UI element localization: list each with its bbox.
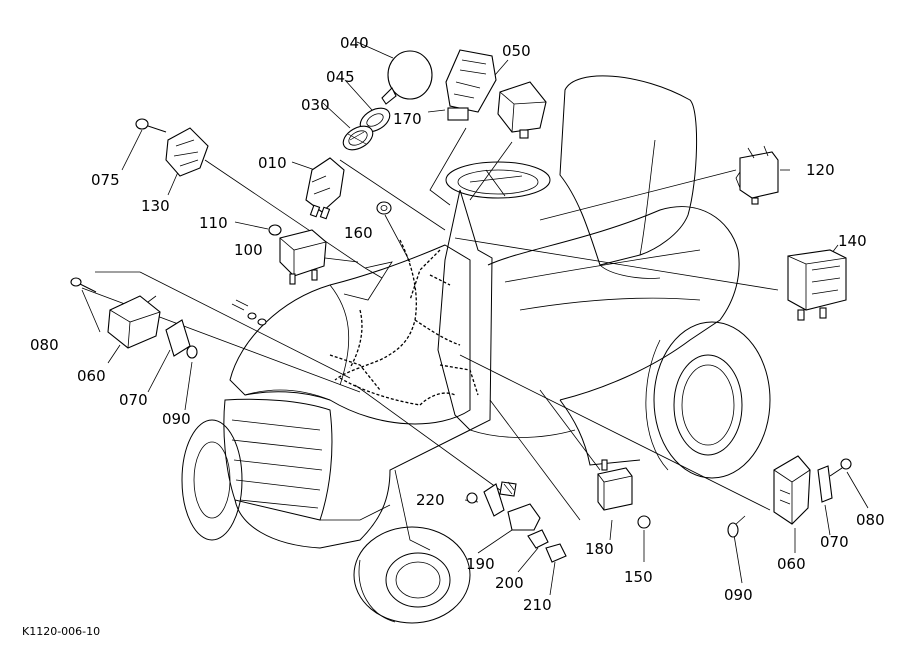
part-170-connector <box>445 49 497 121</box>
callout-110: 110 <box>199 214 228 232</box>
wiring-harness <box>329 239 479 406</box>
part-080-bolt-left <box>70 277 97 293</box>
callout-010: 010 <box>258 154 287 172</box>
callout-075: 075 <box>91 171 120 189</box>
hood <box>229 244 471 425</box>
callout-180: 180 <box>585 540 614 558</box>
part-050-switch <box>497 81 547 139</box>
part-200-connector <box>527 529 549 549</box>
callout-150: 150 <box>624 568 653 586</box>
callout-190: 190 <box>466 555 495 573</box>
callout-080-right: 080 <box>856 511 885 529</box>
rear-fender <box>487 206 740 401</box>
hardware-cluster <box>231 299 267 326</box>
steering-wheel <box>445 161 551 199</box>
leader-lines <box>81 41 869 596</box>
callout-060-right: 060 <box>777 555 806 573</box>
callout-100: 100 <box>234 241 263 259</box>
callout-120: 120 <box>806 161 835 179</box>
callout-070-right: 070 <box>820 533 849 551</box>
rear-wheel-right <box>645 321 771 479</box>
part-040-bulb <box>381 50 433 105</box>
callout-140: 140 <box>838 232 867 250</box>
callout-160: 160 <box>344 224 373 242</box>
part-120-relay <box>735 145 779 205</box>
figure-code: K1120-006-10 <box>22 625 100 638</box>
part-070-bracket-right <box>817 465 833 503</box>
callout-090-left: 090 <box>162 410 191 428</box>
part-110-screw <box>268 224 282 236</box>
callout-170: 170 <box>393 110 422 128</box>
callout-030: 030 <box>301 96 330 114</box>
part-160-nut <box>376 201 392 215</box>
callout-080-left: 080 <box>30 336 59 354</box>
callout-050: 050 <box>502 42 531 60</box>
part-075-screw <box>135 118 167 133</box>
part-090-nut-right <box>727 522 739 538</box>
part-045-ring <box>359 107 391 133</box>
callout-045: 045 <box>326 68 355 86</box>
steering-column <box>437 189 493 431</box>
seat <box>559 75 698 266</box>
part-150-screw <box>637 515 651 529</box>
callout-040: 040 <box>340 34 369 52</box>
part-220-nut <box>466 492 478 504</box>
callout-070-left: 070 <box>119 391 148 409</box>
part-010-key-switch <box>305 157 345 220</box>
part-210-fitting <box>545 543 567 563</box>
part-190-switch <box>483 481 541 531</box>
part-130-switch <box>165 127 209 177</box>
part-090-nut-left <box>186 345 198 359</box>
callout-210: 210 <box>523 596 552 614</box>
part-140-relay <box>787 249 847 321</box>
callout-labels: 040 045 030 010 050 170 120 140 075 130 … <box>30 34 885 614</box>
part-030-socket <box>342 125 374 151</box>
part-060-switch-right <box>773 455 811 525</box>
part-180-relay <box>597 459 633 511</box>
front-wheel-left <box>181 419 243 541</box>
callout-130: 130 <box>141 197 170 215</box>
front-wheel-right <box>353 526 471 624</box>
callout-060-left: 060 <box>77 367 106 385</box>
part-100-relay <box>279 229 327 285</box>
part-080-bolt-right <box>829 458 852 477</box>
callout-200: 200 <box>495 574 524 592</box>
callout-090-right: 090 <box>724 586 753 604</box>
front-grille <box>223 398 333 521</box>
part-060-switch-left <box>107 295 161 349</box>
callout-220: 220 <box>416 491 445 509</box>
